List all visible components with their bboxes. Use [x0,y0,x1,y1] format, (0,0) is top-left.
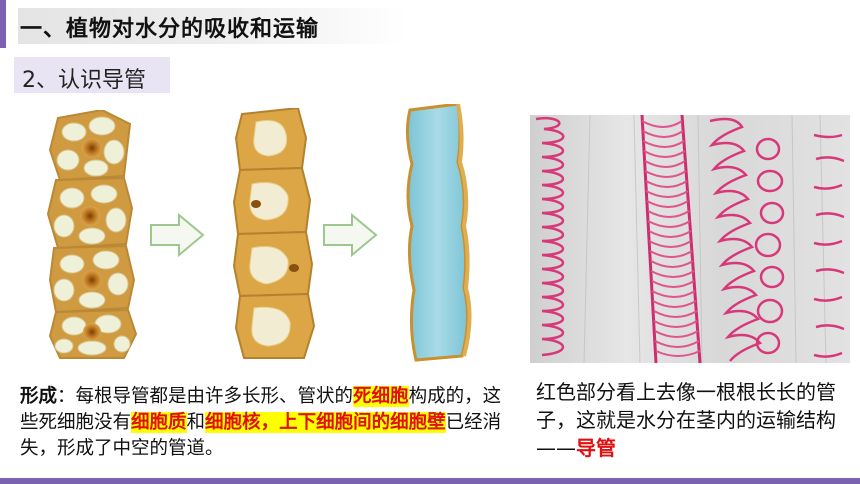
keyword-nucleus: 细胞核 [205,412,261,433]
vessel-micrograph [530,115,850,363]
formation-comma: ， [260,412,280,433]
formation-colon: ： [57,386,76,407]
formation-text-4: 已经消失，形成了中空的管道。 [20,412,502,459]
title-accent-bar [0,0,6,48]
section-label-box [14,57,170,93]
formation-text-1: 每根导管都是由许多长形、管状的 [75,386,354,407]
keyword-upper-lower: 上下 [279,412,317,433]
dying-cells-illustration [232,108,316,359]
formation-term: 形成 [20,386,58,407]
keyword-cell-wall-between: 细胞间的细胞壁 [316,412,446,433]
formation-text-3: 和 [186,412,206,433]
arrow-right-icon [323,213,378,257]
formation-paragraph: 形成：每根导管都是由许多长形、管状的死细胞构成的，这些死细胞没有细胞质和细胞核，… [20,384,516,462]
vessel-tube-illustration [405,104,472,362]
page-title: 一、植物对水分的吸收和运输 [20,17,320,42]
arrow-right-icon [150,213,205,257]
description-paragraph: 红色部分看上去像一根根长长的管子，这就是水分在茎内的运输结构——导管 [536,378,836,462]
keyword-dead-cells: 死细胞 [353,386,409,407]
section-label: 2、认识导管 [22,68,146,93]
description-text: 红色部分看上去像一根根长长的管子，这就是水分在茎内的运输结构—— [536,380,836,460]
title-shade [18,8,406,44]
formation-text-2: 构成的，这些死细胞没有 [20,386,502,433]
bottom-accent-line [0,478,860,484]
title-bar: 一、植物对水分的吸收和运输 [0,0,860,48]
living-cells-illustration [46,110,138,359]
keyword-cytoplasm: 细胞质 [131,412,187,433]
keyword-vessel: 导管 [576,436,616,460]
